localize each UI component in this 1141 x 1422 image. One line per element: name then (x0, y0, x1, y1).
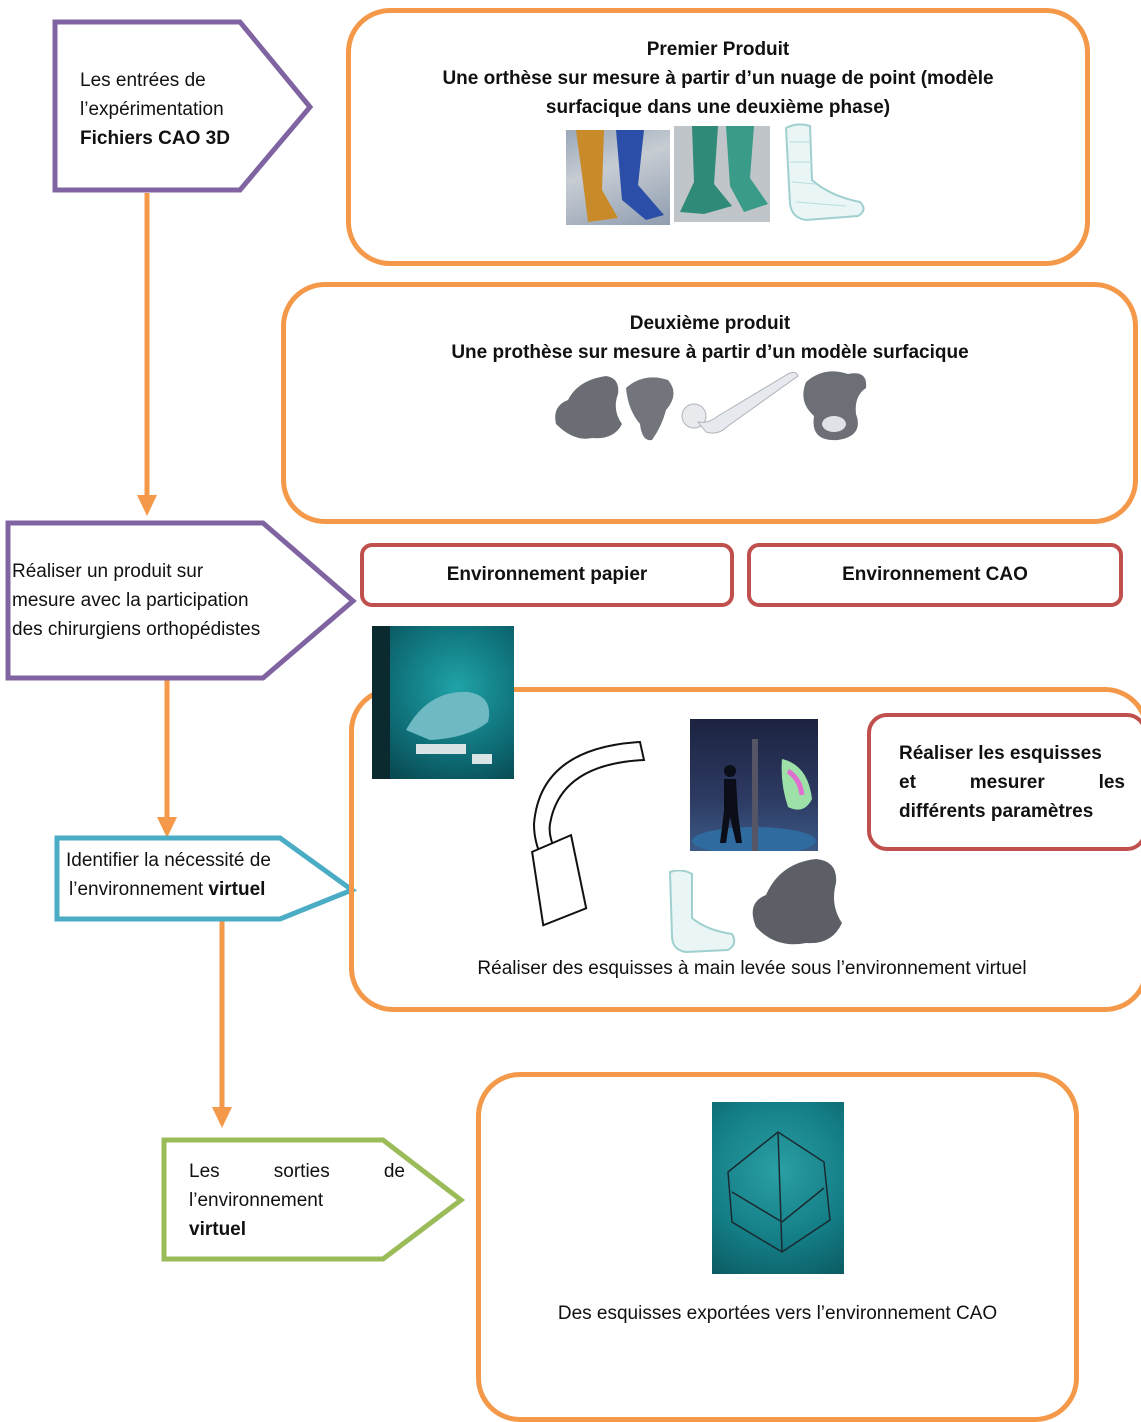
prosthesis-models-image (555, 371, 867, 441)
deuxieme-produit-line1: Une prothèse sur mesure à partir d’un mo… (451, 342, 969, 363)
inputs-line2: l’expérimentation (80, 99, 224, 120)
connector-3 (212, 921, 232, 1128)
pointcloud-foot-image (662, 869, 738, 954)
realiser-pentagon (5, 520, 357, 681)
deuxieme-produit-title: Deuxième produit (629, 313, 791, 334)
esquisses-box: Réaliser les esquisses et mesurer les di… (867, 713, 1141, 851)
sorties-text: Les sorties de l’environnement virtuel (189, 1157, 405, 1244)
virtual-caption: Réaliser des esquisses à main levée sous… (477, 958, 1027, 979)
cave-user-photo (690, 719, 818, 851)
virtuel-text: Identifier la nécessité de l’environneme… (66, 846, 271, 904)
orthosis-pointcloud-image (776, 122, 868, 222)
esquisses-line2a: et (899, 772, 916, 793)
exported-sketch-photo (712, 1102, 844, 1274)
esquisses-line2b: mesurer (969, 772, 1045, 793)
sorties-word1: Les (189, 1161, 220, 1182)
premier-produit-box (346, 8, 1090, 266)
environnement-papier-label: Environnement papier (446, 564, 648, 585)
virtuel-line2b: virtuel (208, 879, 266, 900)
esquisses-line2c: les (1098, 772, 1125, 793)
environnement-papier-box: Environnement papier (360, 543, 734, 607)
inputs-line3: Fichiers CAO 3D (80, 128, 230, 149)
virtuel-line2a: l’environnement (69, 879, 209, 900)
realiser-line2: mesure avec la participation (12, 590, 249, 611)
orthosis-scan-image (566, 130, 670, 225)
environnement-cao-label: Environnement CAO (842, 564, 1028, 585)
inputs-line1: Les entrées de (80, 70, 206, 91)
deuxieme-produit-box (281, 282, 1138, 524)
premier-produit-text: Premier Produit Une orthèse sur mesure à… (350, 35, 1086, 122)
sorties-line3: virtuel (189, 1219, 247, 1240)
vr-screen-photo (372, 626, 514, 779)
sorties-line2: l’environnement (189, 1190, 324, 1211)
connector-2 (157, 680, 177, 838)
sorties-word2: sorties (273, 1161, 330, 1182)
curved-arrow-icon (531, 740, 646, 927)
sorties-word3: de (383, 1161, 405, 1182)
esquisses-line3: différents paramètres (899, 801, 1094, 822)
inputs-pentagon (52, 19, 314, 193)
bone-model-image (746, 853, 846, 953)
deuxieme-produit-text: Deuxième produit Une prothèse sur mesure… (286, 309, 1134, 367)
sorties-pentagon (161, 1137, 466, 1262)
premier-produit-title: Premier Produit (646, 39, 790, 60)
premier-produit-line1: Une orthèse sur mesure à partir d’un nua… (442, 68, 994, 89)
premier-produit-line2: surfacique dans une deuxième phase) (545, 97, 891, 118)
orthosis-surface-image (674, 126, 770, 222)
export-caption: Des esquisses exportées vers l’environne… (557, 1303, 998, 1324)
realiser-line1: Réaliser un produit sur (12, 561, 204, 582)
realiser-line3: des chirurgiens orthopédistes (12, 619, 261, 640)
connector-1 (137, 193, 157, 516)
environnement-cao-box: Environnement CAO (747, 543, 1123, 607)
virtual-environment-box (349, 687, 1141, 1012)
inputs-text: Les entrées de l’expérimentation Fichier… (80, 66, 230, 153)
esquisses-line1: Réaliser les esquisses (899, 743, 1102, 764)
virtuel-line1: Identifier la nécessité de (66, 850, 271, 871)
virtuel-pentagon (54, 835, 358, 922)
realiser-text: Réaliser un produit sur mesure avec la p… (12, 557, 260, 644)
